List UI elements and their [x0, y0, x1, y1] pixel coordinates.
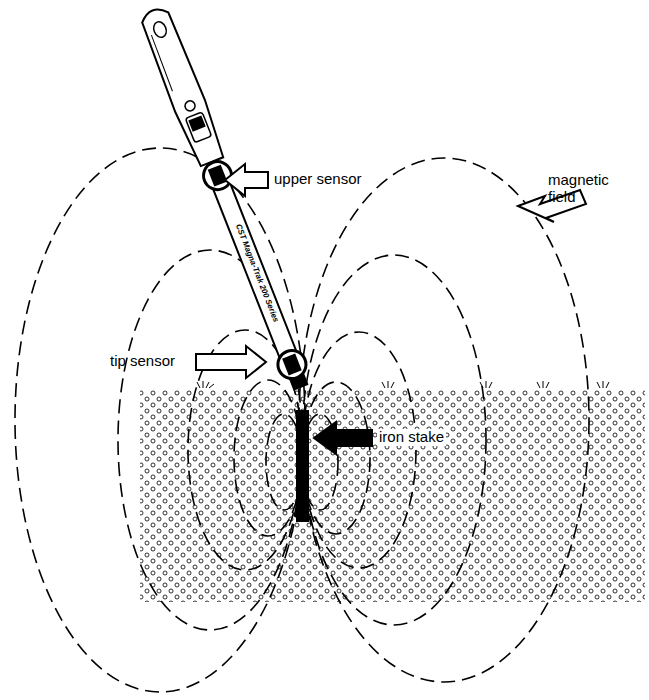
brand-text: CST Magna-Trak 200 Series: [233, 223, 280, 324]
iron-stake: [296, 410, 309, 522]
sensor-label: tip sensor: [110, 353, 175, 370]
ground: [140, 390, 645, 602]
magnetic-locator: [138, 5, 316, 393]
callout-arrow: [196, 346, 266, 378]
callout-arrow: [225, 164, 268, 196]
sensor-label: upper sensor: [274, 171, 362, 188]
callout-arrow: [314, 422, 372, 454]
stake-label: iron stake: [377, 429, 446, 446]
field-label: magnetic field: [548, 172, 628, 205]
field-lines: [15, 148, 589, 692]
